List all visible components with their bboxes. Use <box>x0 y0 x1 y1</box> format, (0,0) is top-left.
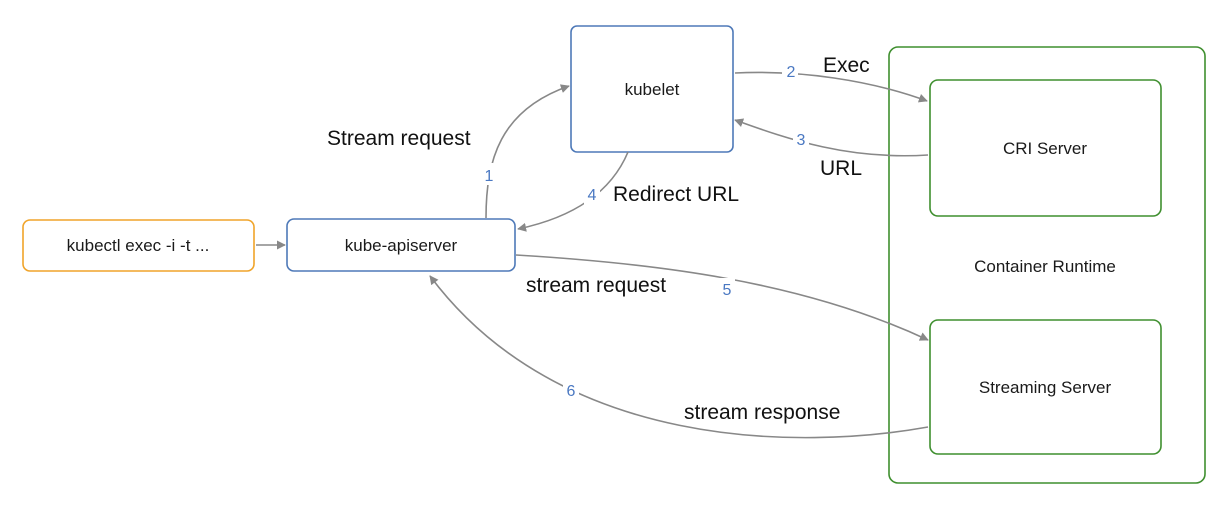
arrow-2-exec <box>734 71 928 103</box>
cri-server-label: CRI Server <box>1003 139 1087 158</box>
streaming-server-label: Streaming Server <box>979 378 1112 397</box>
step-6-text: 6 <box>567 383 576 400</box>
container-runtime-box <box>888 46 1206 484</box>
kube-apiserver-box <box>286 218 516 272</box>
edge-label-stream-request-1: Stream request <box>327 127 471 150</box>
container-runtime-label: Container Runtime <box>974 257 1116 276</box>
step-number-1: 1 <box>480 163 496 185</box>
arrow-3-url <box>734 118 929 157</box>
arrow-6-stream-response <box>429 275 929 439</box>
step-number-5: 5 <box>719 278 735 300</box>
step-number-3: 3 <box>793 128 809 150</box>
kubelet-label: kubelet <box>625 80 680 99</box>
kubelet-box <box>570 25 734 153</box>
edge-label-exec: Exec <box>823 54 870 77</box>
kube-apiserver-label: kube-apiserver <box>345 236 458 255</box>
step-1-text: 1 <box>485 168 494 185</box>
streaming-server-box <box>929 319 1162 455</box>
kubectl-exec-label: kubectl exec -i -t ... <box>67 236 210 255</box>
arrow-4-redirect-url <box>517 151 629 232</box>
edge-label-stream-response: stream response <box>684 401 840 424</box>
step-5-text: 5 <box>723 282 732 299</box>
step-4-text: 4 <box>588 187 597 204</box>
step-3-text: 3 <box>797 132 806 149</box>
cri-server-box <box>929 79 1162 217</box>
kubectl-exec-box <box>22 219 255 272</box>
step-number-2: 2 <box>782 60 798 82</box>
step-number-6: 6 <box>563 380 579 402</box>
step-2-text: 2 <box>787 64 796 81</box>
edge-label-stream-request-5: stream request <box>526 274 666 297</box>
edge-label-url: URL <box>820 157 862 180</box>
arrow-1-stream-request <box>485 84 570 219</box>
edge-label-redirect-url: Redirect URL <box>613 183 739 206</box>
step-number-4: 4 <box>584 183 600 205</box>
